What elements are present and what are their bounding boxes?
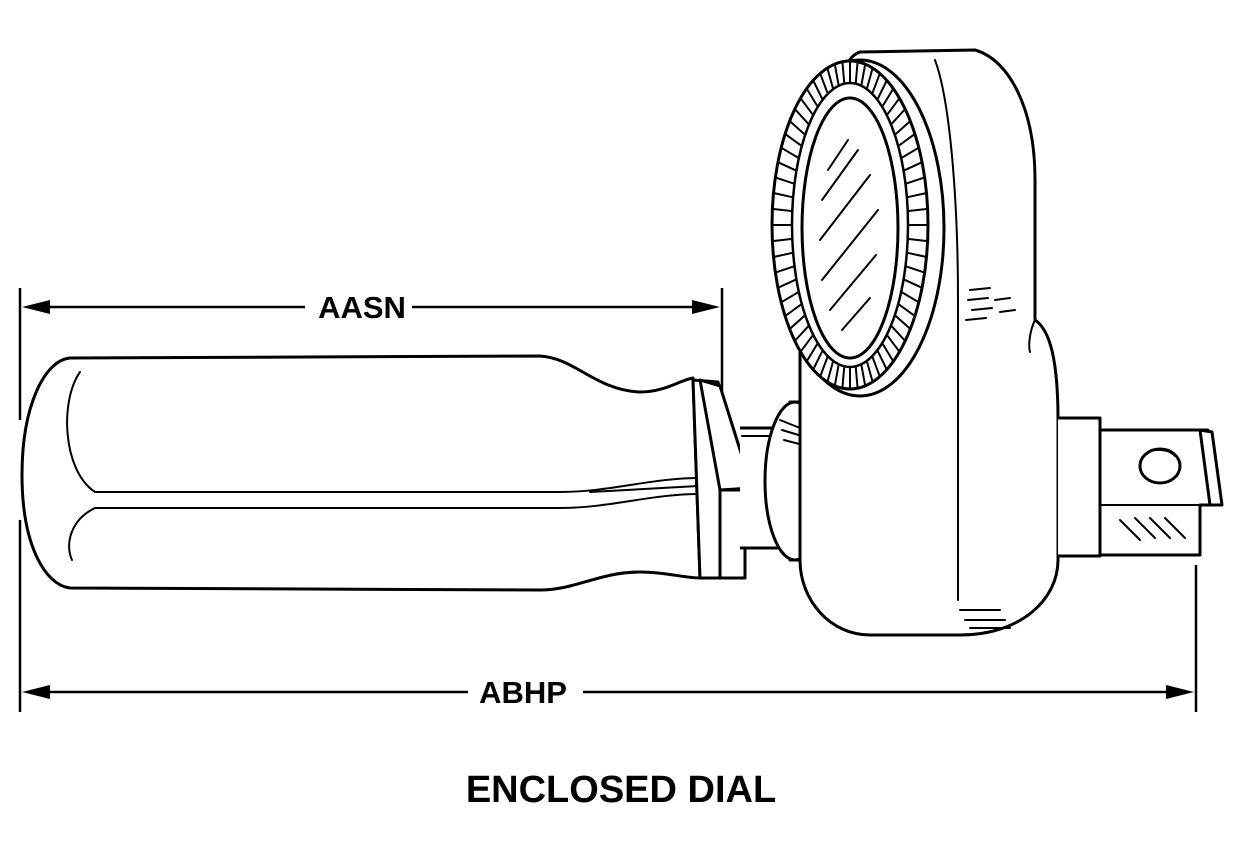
flange-face bbox=[718, 488, 747, 580]
detent-ball-highlight bbox=[1144, 448, 1176, 457]
knurl-tick bbox=[773, 251, 794, 258]
bezel-knurling bbox=[772, 61, 928, 389]
knurl-tick bbox=[777, 161, 797, 172]
knurl-tick bbox=[876, 79, 888, 101]
wrench-handle bbox=[20, 354, 754, 592]
knurl-tick bbox=[890, 108, 906, 126]
glass-reflection-lines bbox=[819, 139, 879, 331]
handle-groove-upper bbox=[66, 371, 701, 493]
head-edge bbox=[934, 59, 959, 601]
arrowhead-right bbox=[1166, 685, 1194, 699]
knurl-tick bbox=[777, 278, 797, 289]
knurl-tick bbox=[860, 64, 867, 86]
knurl-tick bbox=[780, 146, 800, 159]
knurl-tick bbox=[789, 120, 806, 136]
knurl-tick bbox=[772, 237, 793, 243]
knurl-tick bbox=[784, 303, 803, 317]
knurl-tick bbox=[775, 176, 795, 185]
knurl-tick bbox=[865, 360, 874, 383]
knurl-tick bbox=[819, 355, 829, 377]
knurl-tick bbox=[805, 88, 819, 108]
knurl-tick bbox=[905, 265, 925, 274]
arrowhead-left bbox=[22, 300, 50, 314]
knurl-tick bbox=[894, 120, 911, 136]
knurl-tick bbox=[799, 334, 815, 353]
knurl-tick bbox=[906, 192, 927, 199]
knurl-tick bbox=[881, 342, 895, 362]
knurl-tick bbox=[833, 364, 840, 386]
arrowhead-right bbox=[692, 300, 720, 314]
knurl-tick bbox=[833, 64, 840, 86]
arrowhead-left bbox=[22, 685, 50, 699]
drive-end-face bbox=[1198, 428, 1224, 507]
knurl-tick bbox=[854, 61, 859, 84]
dial-glass bbox=[800, 96, 900, 360]
knurl-tick bbox=[784, 133, 803, 147]
knurl-tick bbox=[900, 146, 920, 159]
knurl-tick bbox=[794, 324, 810, 342]
knurl-tick bbox=[871, 355, 881, 377]
knurl-tick bbox=[812, 79, 824, 101]
knurl-tick bbox=[865, 67, 874, 90]
drive-hatching bbox=[1119, 517, 1186, 541]
knurl-tick bbox=[819, 73, 829, 95]
knurl-tick bbox=[900, 291, 920, 304]
knurl-tick bbox=[841, 366, 846, 389]
knurl-tick bbox=[906, 251, 927, 258]
knurl-tick bbox=[903, 278, 923, 289]
knurl-tick bbox=[794, 108, 810, 126]
knurl-tick bbox=[885, 97, 901, 116]
knurl-tick bbox=[894, 314, 911, 330]
knurl-tick bbox=[789, 314, 806, 330]
knurl-tick bbox=[907, 237, 928, 243]
knurl-tick bbox=[876, 349, 888, 371]
knurl-tick bbox=[860, 364, 867, 386]
drive-body bbox=[1058, 416, 1102, 558]
knurl-tick bbox=[890, 324, 906, 342]
square-drive bbox=[1058, 416, 1224, 558]
knurl-tick bbox=[772, 207, 793, 213]
knurl-tick bbox=[897, 133, 916, 147]
knurl-tick bbox=[773, 192, 794, 199]
handle-groove-lower bbox=[68, 493, 701, 561]
knurl-tick bbox=[881, 88, 895, 108]
knurl-tick bbox=[826, 67, 835, 90]
caption-title: ENCLOSED DIAL bbox=[466, 769, 776, 811]
knurl-tick bbox=[897, 303, 916, 317]
knurl-tick bbox=[885, 334, 901, 353]
handle-body bbox=[20, 354, 702, 592]
knurl-tick bbox=[780, 291, 800, 304]
bezel-inner-ring bbox=[790, 81, 910, 369]
knurl-tick bbox=[907, 207, 928, 213]
knurl-tick bbox=[805, 342, 819, 362]
knurl-tick bbox=[799, 97, 815, 116]
knurl-tick bbox=[841, 61, 846, 84]
knurl-tick bbox=[812, 349, 824, 371]
label-aasn: AASN bbox=[318, 290, 406, 325]
label-abhp: ABHP bbox=[479, 675, 567, 710]
knurl-tick bbox=[854, 366, 859, 389]
knurl-tick bbox=[826, 360, 835, 383]
knurl-tick bbox=[775, 265, 795, 274]
knurl-tick bbox=[903, 161, 923, 172]
dimension-aasn: AASN bbox=[18, 288, 724, 420]
dimension-abhp: ABHP bbox=[18, 520, 1198, 712]
handle-groove-highlight bbox=[589, 485, 699, 493]
knurl-tick bbox=[871, 73, 881, 95]
knurl-tick bbox=[905, 176, 925, 185]
head-notch bbox=[1028, 319, 1036, 353]
dial-assembly bbox=[770, 58, 946, 398]
